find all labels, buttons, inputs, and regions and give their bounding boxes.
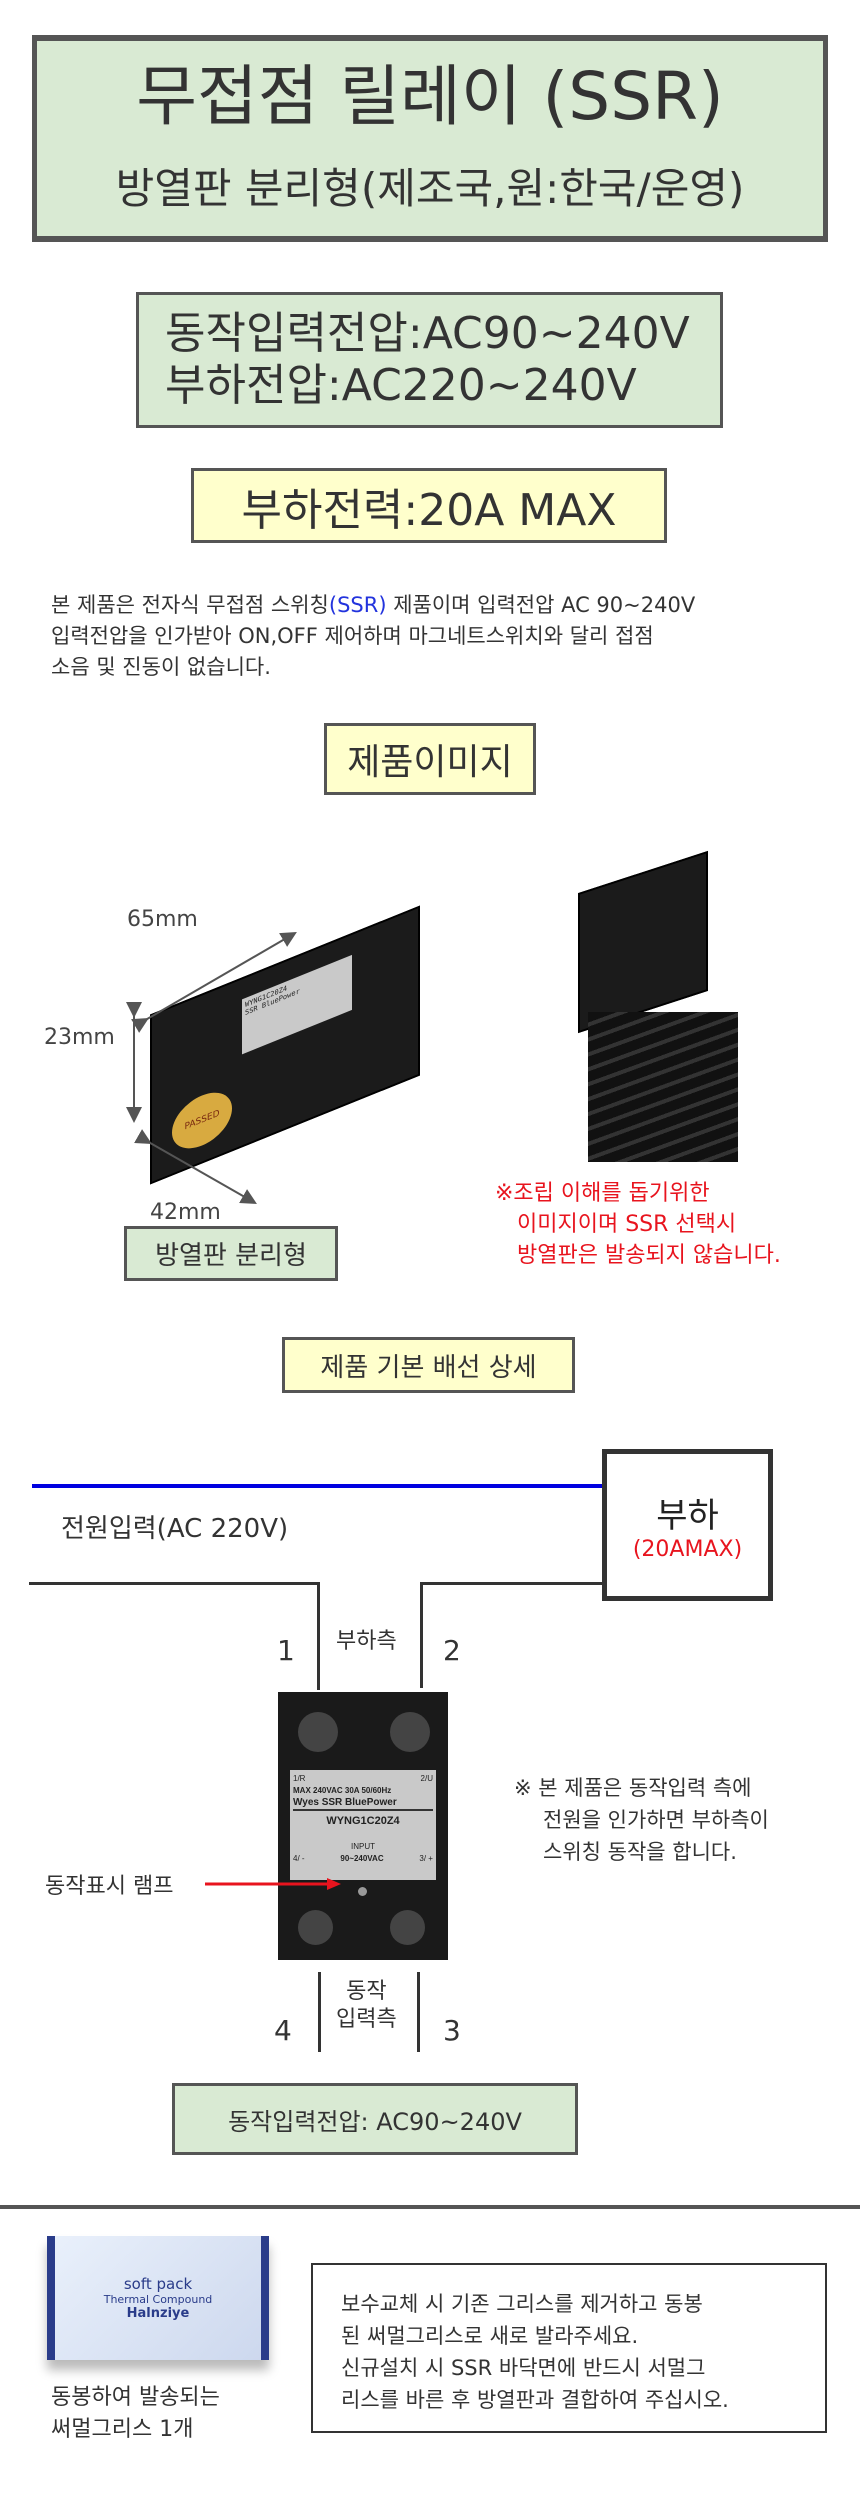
thermal-grease-pack-image: soft pack Thermal Compound Halnziye [47,2236,269,2360]
wire [417,1972,420,2052]
wire [317,1582,320,1690]
load-voltage-spec: 부하전압:AC220~240V [165,360,637,411]
pack-text: Thermal Compound [103,2293,213,2306]
wire [420,1582,604,1585]
terminal-3-label: 3 [443,2014,461,2047]
caption-line: 써멀그리스 1개 [51,2417,194,2442]
input-side-line: 동작 [346,1979,387,2004]
status-lamp-label: 동작표시 램프 [45,1874,174,1899]
product-photo-with-heatsink [568,850,753,1162]
dim-height-label: 23mm [44,1025,115,1050]
note-line: ※조립 이해를 돕기위한 [495,1181,710,1206]
wire [420,1582,423,1688]
power-input-label: 전원입력(AC 220V) [61,1514,289,1544]
dim-width-label: 42mm [150,1200,221,1225]
instruction-line: 리스를 바른 후 방열판과 결합하여 주십시오. [341,2388,729,2412]
note-line: 전원을 인가하면 부하측이 [543,1808,769,1832]
note-line: 스위칭 동작을 합니다. [543,1840,737,1864]
terminal-1-label: 1 [277,1634,295,1667]
ssr-t3: 3/ + [419,1854,433,1863]
dimension-arrows-icon [126,931,297,1204]
instruction-line: 보수교체 시 기존 그리스를 제거하고 동봉 [341,2292,703,2316]
desc-highlight: (SSR) [328,593,387,617]
wiring-heading: 제품 기본 배선 상세 [282,1337,575,1393]
instruction-line: 신규설치 시 SSR 바닥면에 반드시 서멀그 [341,2356,706,2380]
input-voltage-spec: 동작입력전압:AC90~240V [165,308,690,360]
load-side-label: 부하측 [336,1629,397,1654]
ssr-input: INPUT [351,1842,375,1851]
wire [29,1582,319,1585]
ssr-t1: 1/R [293,1774,306,1783]
pack-logo: Halnziye [126,2306,190,2321]
ssr-model: WYNG1C20Z4 [326,1815,400,1827]
load-power-spec: 부하전력:20A MAX [191,468,667,543]
terminal-4-label: 4 [274,2014,292,2047]
arrow-right-icon [205,1878,341,1890]
dim-length-label: 65mm [127,907,198,932]
grease-instructions: 보수교체 시 기존 그리스를 제거하고 동봉 된 써멀그리스로 새로 발라주세요… [311,2263,827,2433]
ssr-front-photo: 1/R 2/U MAX 240VAC 30A 50/60Hz Wyes SSR B… [278,1692,448,1960]
note-line: 방열판은 발송되지 않습니다. [517,1243,781,1268]
note-line: 이미지이며 SSR 선택시 [517,1212,737,1237]
ssr-brand: Wyes SSR BluePower [293,1797,433,1811]
voltage-spec-box: 동작입력전압:AC90~240V 부하전압:AC220~240V [136,292,723,428]
page-title: 무접점 릴레이 (SSR) [136,57,724,135]
ssr-t4: 4/ - [293,1854,305,1863]
pack-text: soft pack [123,2275,193,2293]
load-box: 부하 (20AMAX) [602,1449,773,1601]
ssr-label-plate: 1/R 2/U MAX 240VAC 30A 50/60Hz Wyes SSR B… [290,1770,436,1880]
product-image-heading: 제품이미지 [324,723,536,795]
assembly-note: ※조립 이해를 돕기위한 이미지이며 SSR 선택시 방열판은 발송되지 않습니… [495,1178,781,1271]
section-divider [0,2205,860,2209]
instruction-line: 된 써멀그리스로 새로 발라주세요. [341,2324,639,2348]
input-side-line: 입력측 [336,2007,397,2032]
status-lamp-icon [358,1887,367,1896]
heatsink-separate-label: 방열판 분리형 [124,1226,338,1281]
terminal-2-label: 2 [443,1634,461,1667]
desc-text: 본 제품은 전자식 무접점 스위칭 [51,593,329,617]
note-line: ※ 본 제품은 동작입력 측에 [514,1776,752,1800]
desc-line: 소음 및 진동이 없습니다. [51,655,271,679]
caption-line: 동봉하여 발송되는 [51,2385,220,2410]
ssr-input-range: 90~240VAC [340,1854,384,1863]
title-box: 무접점 릴레이 (SSR) 방열판 분리형(제조국,원:한국/운영) [32,35,828,242]
desc-text: 제품이며 입력전압 AC 90~240V [386,593,696,617]
input-voltage-box: 동작입력전압: AC90~240V [172,2083,578,2155]
load-max-label: (20AMAX) [632,1537,743,1562]
page-subtitle: 방열판 분리형(제조국,원:한국/운영) [115,164,745,214]
product-description: 본 제품은 전자식 무접점 스위칭(SSR) 제품이며 입력전압 AC 90~2… [51,590,831,683]
wire [318,1972,321,2052]
load-label: 부하 [656,1496,719,1536]
wiring-note: ※ 본 제품은 동작입력 측에 전원을 인가하면 부하측이 스위칭 동작을 합니… [514,1772,769,1868]
desc-line: 입력전압을 인가받아 ON,OFF 제어하며 마그네트스위치와 달리 접점 [51,624,654,648]
ssr-rating: MAX 240VAC 30A 50/60Hz [293,1786,392,1795]
blue-wire [32,1484,604,1488]
ssr-t2: 2/U [420,1774,433,1783]
grease-caption: 동봉하여 발송되는 써멀그리스 1개 [51,2382,220,2446]
